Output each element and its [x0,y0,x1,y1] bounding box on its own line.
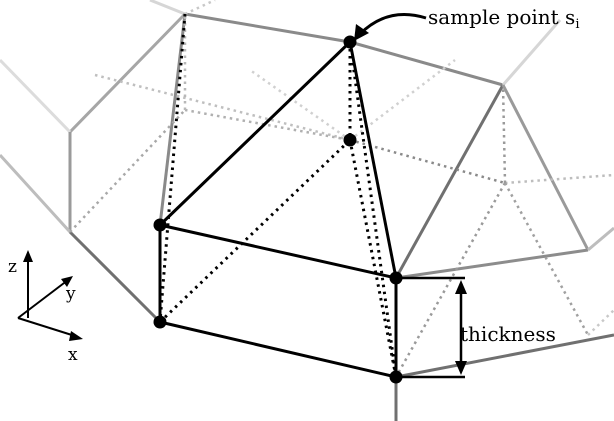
edge-top-front [158,223,398,280]
sample-point-arrowhead [354,24,369,41]
vertex-hidden [343,133,357,147]
prism-hidden-edges [158,13,398,378]
prism-legs [158,322,398,421]
edge-top-left [158,40,352,227]
edge-bottom-front [158,320,398,379]
thickness-label: thickness [460,322,556,346]
vertex-bottom-left [153,315,167,329]
background-mesh [0,0,614,379]
axis-z-label: z [8,257,17,277]
axis-y-label: y [65,284,76,304]
prism-solid-edges [158,40,398,379]
sample-point-label: sample point si [428,5,580,32]
sample-point-arrow [358,13,427,36]
background-mesh-hidden [69,0,614,378]
sample-point-vertex [343,35,357,49]
thickness-dimension [396,276,467,379]
edge-top-right [348,40,398,280]
vertex-top-left [153,218,167,232]
axis-x-label: x [68,345,78,365]
axes [17,250,83,341]
